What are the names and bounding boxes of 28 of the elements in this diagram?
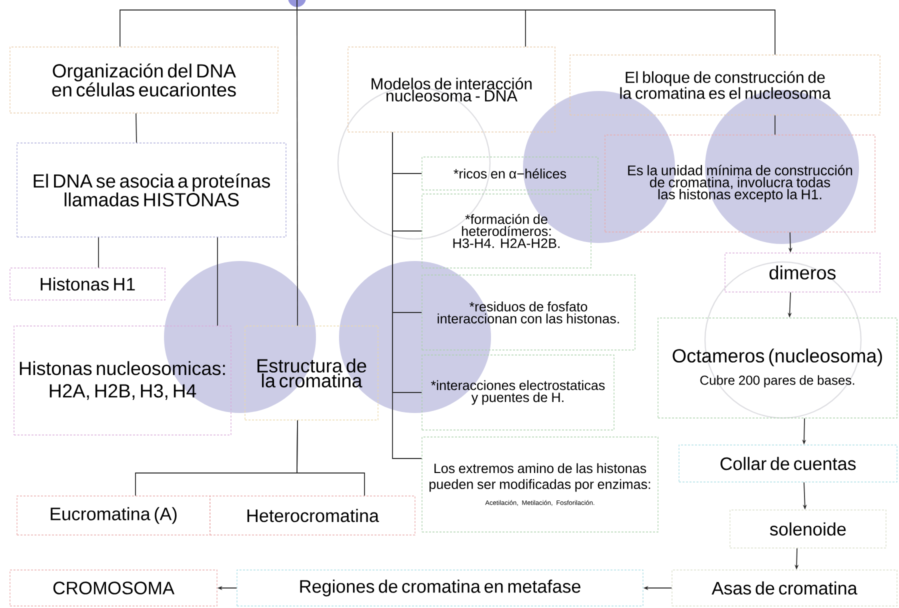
concept-box: Es la unidad mínima de construcción de cromatina, involucra todas las histonas excepto la H1. (604, 134, 876, 232)
connector (296, 420, 365, 496)
concept-box: El DNA se asocia a proteínas llamadas HISTONAS (16, 142, 286, 238)
concept-box: Histonas H1 (10, 268, 166, 300)
concept-box: Asas de cromatina (672, 570, 898, 606)
concept-box: Modelos de interacción nucleosoma - DNA (348, 46, 556, 132)
concept-box: Octameros (nucleosoma) Cubre 200 pares de bases. (658, 318, 898, 418)
connector (217, 236, 218, 326)
concept-box: *ricos en α−hélices (422, 156, 598, 190)
concept-box: solenoide (730, 510, 886, 548)
concept-box: Regiones de cromatina en metafase (236, 570, 644, 606)
concept-box: CROMOSOMA (10, 570, 218, 606)
concept-box: El bloque de construcción de la cromatina es el nucleosoma (570, 54, 880, 116)
connector (136, 112, 137, 144)
concept-box: Eucromatina (A) (16, 496, 210, 536)
concept-box: dimeros (724, 252, 880, 292)
concept-box: Histonas nucleosomicas: H2A, H2B, H3, H4 (14, 326, 232, 436)
concept-box: Heterocromatina (210, 496, 416, 536)
connector (98, 236, 99, 268)
concept-box: Organización del DNA en células eucariontes (10, 46, 278, 114)
concept-box: Estructura de la cromatina (244, 326, 378, 420)
connector (774, 114, 776, 136)
concept-box: *formación de heterodímeros: H3-H4. H2A-H2B. (422, 194, 592, 268)
concept-box: Collar de cuentas (678, 444, 898, 482)
connector (392, 132, 422, 459)
concept-box: *interacciones electrostaticas y puentes de H. (422, 354, 614, 430)
connector (296, 0, 776, 56)
concept-box: *residuos de fosfato interaccionan con las histonas. (422, 274, 636, 350)
